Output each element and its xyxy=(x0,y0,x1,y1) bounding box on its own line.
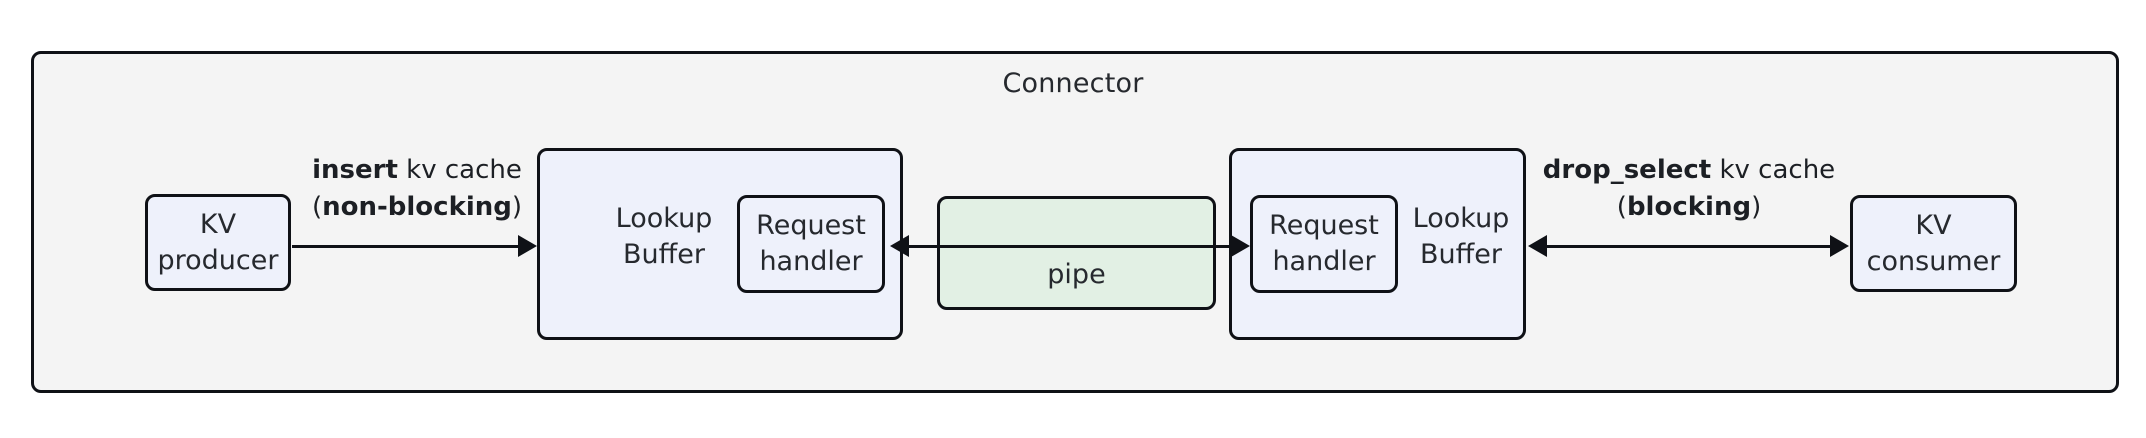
edge-insert-arrowhead xyxy=(518,235,537,257)
node-request-handler-left[interactable]: Request handler xyxy=(737,195,885,293)
edge-insert-label-bold: insert xyxy=(312,155,398,185)
edge-insert-mode-bold: non-blocking xyxy=(322,191,512,222)
edge-drop-select-label-line2: (blocking) xyxy=(1528,189,1850,226)
node-lookup-buffer-right-label: Lookup Buffer xyxy=(1402,201,1520,273)
edge-drop-select-paren-close: ) xyxy=(1751,191,1762,222)
edge-pipe-line xyxy=(906,245,1233,248)
edge-insert-label-line2: (non-blocking) xyxy=(292,189,542,226)
edge-drop-select-paren-open: ( xyxy=(1616,191,1627,222)
node-lookup-buffer-left-line1: Lookup xyxy=(615,203,713,234)
edge-pipe-arrowhead-left xyxy=(890,235,909,257)
node-request-handler-right-line1: Request xyxy=(1269,210,1379,242)
node-pipe-label: pipe xyxy=(1047,259,1106,291)
edge-drop-select-arrowhead-left xyxy=(1528,235,1547,257)
edge-drop-select-label-bold: drop_select xyxy=(1542,155,1712,185)
node-request-handler-left-line1: Request xyxy=(756,210,866,242)
node-kv-producer-line1: KV xyxy=(199,208,237,240)
node-kv-consumer-line1: KV xyxy=(1915,209,1952,241)
node-request-handler-right[interactable]: Request handler xyxy=(1250,195,1398,293)
edge-drop-select-arrowhead-right xyxy=(1830,235,1849,257)
node-lookup-buffer-right-line1: Lookup xyxy=(1412,203,1510,234)
edge-insert-paren-open: ( xyxy=(311,191,323,222)
connector-title: Connector xyxy=(1002,68,1144,99)
node-request-handler-right-line2: handler xyxy=(1272,246,1376,277)
node-kv-producer[interactable]: KV producer xyxy=(145,194,291,291)
edge-insert-label-line1: insert kv cache xyxy=(292,152,542,189)
node-pipe[interactable]: pipe xyxy=(937,196,1216,310)
node-kv-producer-line2: producer xyxy=(157,244,279,276)
node-lookup-buffer-left-label: Lookup Buffer xyxy=(594,201,734,273)
edge-drop-select-label-line1: drop_select kv cache xyxy=(1528,152,1850,189)
node-lookup-buffer-left-line2: Buffer xyxy=(623,238,705,270)
node-lookup-buffer-right-line2: Buffer xyxy=(1420,238,1502,270)
edge-insert-line xyxy=(292,245,518,248)
edge-drop-select-mode-bold: blocking xyxy=(1626,191,1752,222)
node-kv-consumer-line2: consumer xyxy=(1866,245,2001,277)
edge-pipe-arrowhead-right xyxy=(1231,235,1250,257)
edge-drop-select-line xyxy=(1544,245,1832,248)
edge-drop-select-label: drop_select kv cache (blocking) xyxy=(1528,152,1850,226)
edge-insert-paren-close: ) xyxy=(511,191,523,222)
edge-insert-label: insert kv cache (non-blocking) xyxy=(292,152,542,226)
node-kv-consumer[interactable]: KV consumer xyxy=(1850,195,2017,292)
edge-drop-select-label-rest: kv cache xyxy=(1711,155,1836,185)
edge-insert-label-rest: kv cache xyxy=(397,155,522,185)
node-request-handler-left-line2: handler xyxy=(759,246,863,277)
